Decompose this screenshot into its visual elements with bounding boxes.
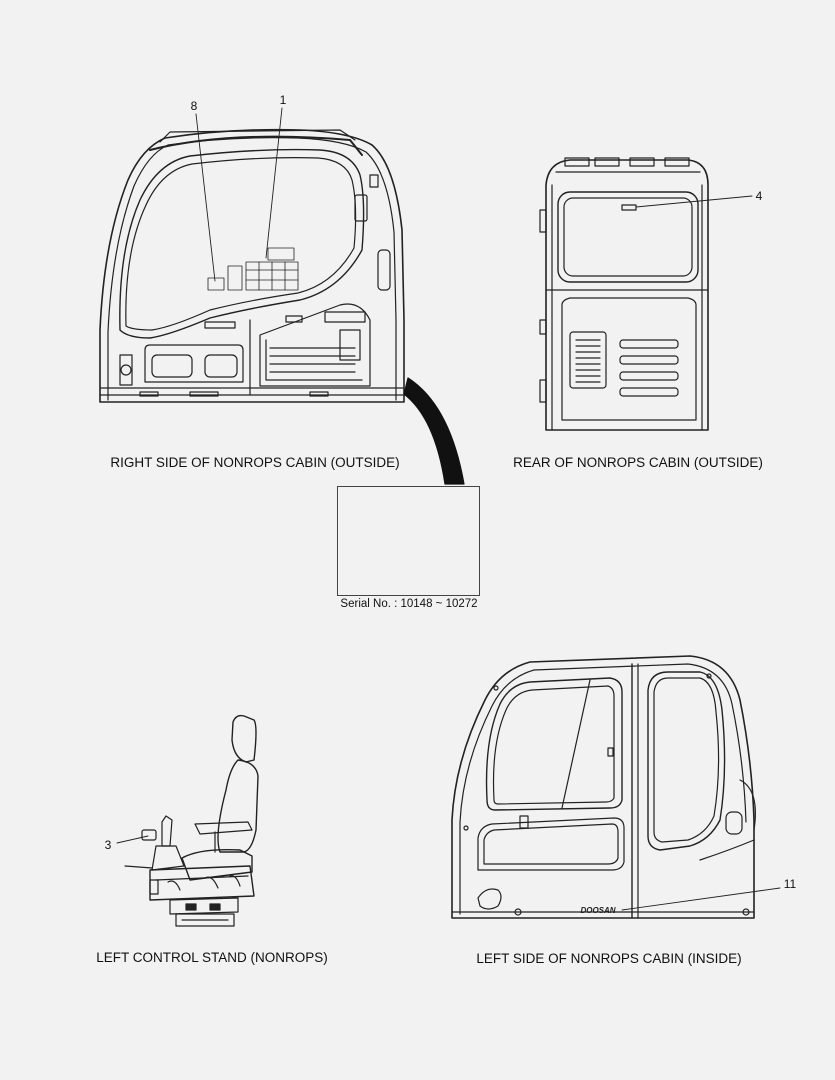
callout-4-leader (635, 195, 753, 208)
callout-1: 1 (280, 93, 287, 107)
callout-3-leader (116, 835, 149, 844)
rear-cabin-drawing (539, 157, 709, 431)
callout-4: 4 (756, 189, 763, 203)
inset-serial-number: Serial No. : 10148 ~ 10272 (340, 598, 478, 610)
callout-11: 11 (784, 877, 797, 891)
caption-left-control-stand: LEFT CONTROL STAND (NONROPS) (96, 950, 328, 965)
callout-1-leader (265, 107, 283, 259)
callout-8: 8 (191, 99, 198, 113)
control-stand-drawing (124, 714, 259, 927)
inset-pointer-arrow (403, 377, 465, 485)
doosan-logo: DOOSAN (580, 906, 615, 915)
callout-3: 3 (105, 838, 112, 852)
callout-11-leader (621, 887, 781, 911)
inset-detail-box (337, 486, 480, 596)
caption-right-side: RIGHT SIDE OF NONROPS CABIN (OUTSIDE) (110, 455, 400, 470)
callout-8-leader (195, 113, 216, 282)
right-side-cabin-drawing (99, 128, 405, 403)
caption-rear: REAR OF NONROPS CABIN (OUTSIDE) (513, 455, 763, 470)
caption-left-side: LEFT SIDE OF NONROPS CABIN (INSIDE) (476, 951, 742, 966)
left-side-cabin-drawing (451, 655, 756, 919)
